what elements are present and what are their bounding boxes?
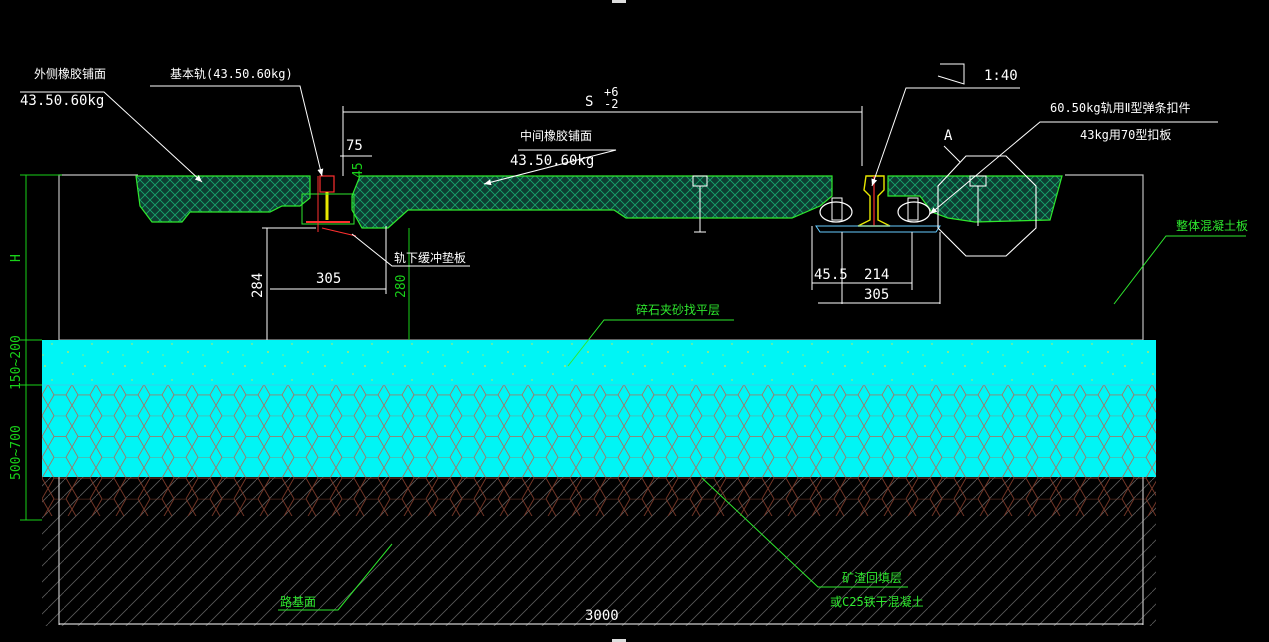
- gauge-tol-plus: +6: [604, 85, 618, 99]
- dim-45-text: 45: [351, 162, 366, 178]
- dim-305-left-text: 305: [316, 271, 341, 287]
- label-taper: 1:40: [984, 68, 1018, 84]
- dims-right-bottom: 45.5 214 305: [811, 226, 941, 304]
- label-middle-rubber-rails: 43.50.60kg: [510, 153, 594, 169]
- dim-284-text: 284: [250, 273, 266, 298]
- gauge-tol-minus: -2: [604, 97, 618, 111]
- outer-rubber-panel: [135, 175, 311, 223]
- label-slab: 整体混凝土板: [1176, 218, 1248, 233]
- dim-150-200-text: 150~200: [9, 335, 24, 390]
- dim-305-right-text: 305: [864, 287, 889, 303]
- anchor-bolt-middle: [692, 175, 708, 233]
- subgrade-zone: [42, 476, 1156, 626]
- dim-75-45: 75 45: [340, 138, 372, 178]
- label-mine-layer-2: 或C25铁干混凝土: [830, 594, 924, 609]
- detail-a-marker: [937, 155, 1037, 257]
- frame-tick-bottom: [612, 639, 626, 642]
- left-base-rail: [301, 175, 357, 237]
- leaders-green: [278, 235, 1246, 611]
- dim-280-text: 280: [394, 275, 409, 298]
- label-detail-a: A: [944, 128, 953, 144]
- label-middle-rubber: 中间橡胶铺面: [520, 128, 592, 143]
- frame-tick-top: [612, 0, 626, 3]
- label-gravel-layer: 碎石夹砂找平层: [636, 302, 720, 317]
- label-mine-layer-1: 矿渣回填层: [842, 571, 902, 585]
- dim-3000-text: 3000: [585, 608, 619, 624]
- dim-214-text: 214: [864, 267, 889, 283]
- label-subgrade: 路基面: [280, 594, 316, 609]
- middle-rubber-panel: [351, 175, 833, 229]
- dim-500-700-text: 500~700: [9, 425, 24, 480]
- gauge-dimension: S +6 -2: [342, 85, 863, 176]
- gauge-symbol: S: [585, 94, 593, 110]
- label-fastener-2: 43kg用70型扣板: [1080, 128, 1171, 142]
- label-outer-rubber-rails: 43.50.60kg: [20, 93, 104, 109]
- dim-h-text: H: [9, 254, 24, 262]
- dim-45-5-text: 45.5: [814, 267, 848, 283]
- left-vertical-dims: H 150~200 500~700: [9, 174, 62, 521]
- dims-left-bottom: 305 284 280: [250, 226, 410, 340]
- label-outer-rubber: 外侧橡胶铺面: [34, 66, 106, 81]
- label-fastener-1: 60.50kg轨用Ⅱ型弹条扣件: [1050, 101, 1190, 115]
- dim-3000: 3000: [59, 608, 1143, 625]
- label-base-rail: 基本轨(43.50.60kg): [170, 67, 293, 81]
- leaders-white: [20, 63, 1218, 267]
- dim-75-text: 75: [346, 138, 363, 154]
- label-under-rail-pad: 轨下缓冲垫板: [394, 250, 466, 265]
- gravel-leveling-layer: [42, 340, 1156, 477]
- right-base-rail: [815, 175, 987, 233]
